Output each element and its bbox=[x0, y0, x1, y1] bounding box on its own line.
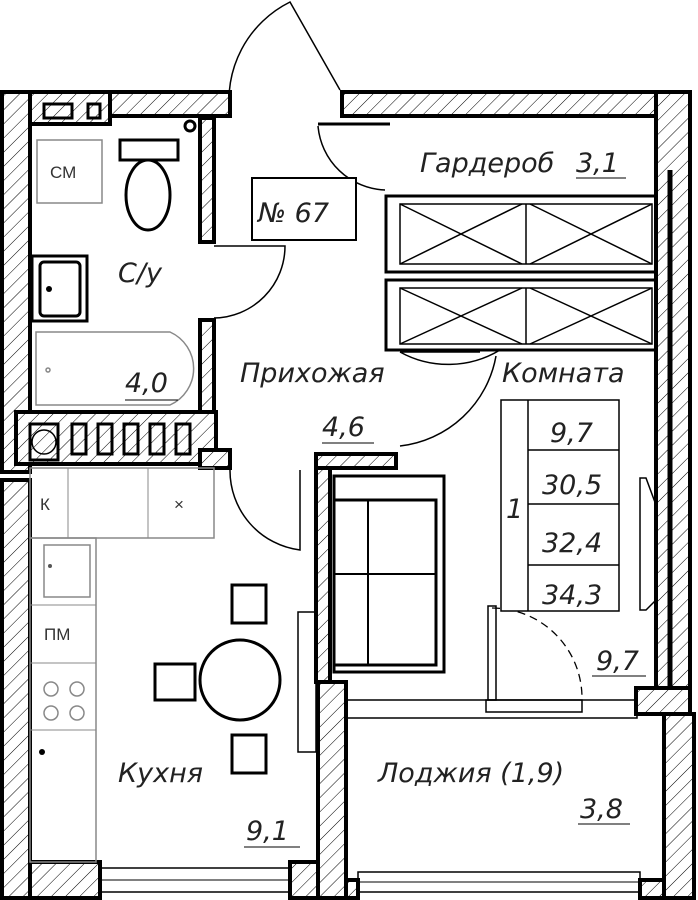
walls bbox=[0, 90, 696, 900]
area-summary-table: 1 9,7 30,5 32,4 34,3 bbox=[500, 399, 620, 612]
apartment-number-box bbox=[251, 177, 357, 241]
hallway-area: 4,6 bbox=[322, 412, 365, 443]
dishwasher-label: ПМ bbox=[44, 625, 70, 644]
toilet-icon bbox=[124, 158, 172, 232]
total-area-reduced: 32,4 bbox=[542, 528, 602, 559]
wardrobe-shelves bbox=[384, 194, 658, 352]
apartment-number: № 67 bbox=[256, 198, 329, 229]
living-area: 9,7 bbox=[550, 418, 593, 449]
total-area-without-loggia: 30,5 bbox=[542, 470, 602, 501]
room-furniture bbox=[332, 194, 658, 674]
washing-machine-label: СМ bbox=[50, 163, 76, 182]
bathroom-area: 4,0 bbox=[125, 368, 168, 399]
bathroom-fixtures bbox=[28, 102, 197, 462]
kitchen-area: 9,1 bbox=[246, 816, 289, 847]
tv-icon bbox=[639, 477, 657, 611]
washing-machine bbox=[36, 139, 103, 204]
sink-icon bbox=[30, 254, 89, 323]
fridge-label: К bbox=[40, 495, 50, 514]
loggia-label: Лоджия (1,9) bbox=[377, 758, 564, 789]
doors bbox=[213, 1, 583, 701]
wardrobe-label: Гардероб bbox=[420, 148, 554, 179]
rooms-count: 1 bbox=[506, 494, 523, 525]
windows bbox=[99, 699, 641, 893]
total-area: 34,3 bbox=[542, 580, 602, 611]
hallway-label: Прихожая bbox=[240, 358, 385, 389]
room-area: 9,7 bbox=[596, 646, 639, 677]
toilet-tank-icon bbox=[118, 138, 180, 162]
kitchen-label: Кухня bbox=[118, 758, 203, 789]
bathtub-icon bbox=[35, 331, 195, 406]
dining-table-icon bbox=[153, 583, 317, 775]
kitchen-x-label: × bbox=[174, 495, 184, 514]
stove-icon bbox=[43, 681, 85, 721]
room-label: Комната bbox=[502, 358, 625, 389]
wardrobe-area: 3,1 bbox=[576, 148, 619, 179]
loggia-area: 3,8 bbox=[580, 794, 623, 825]
kitchen-fixtures bbox=[29, 467, 317, 863]
kitchen-sink-icon bbox=[43, 544, 91, 598]
bathroom-label: С/у bbox=[118, 258, 163, 289]
